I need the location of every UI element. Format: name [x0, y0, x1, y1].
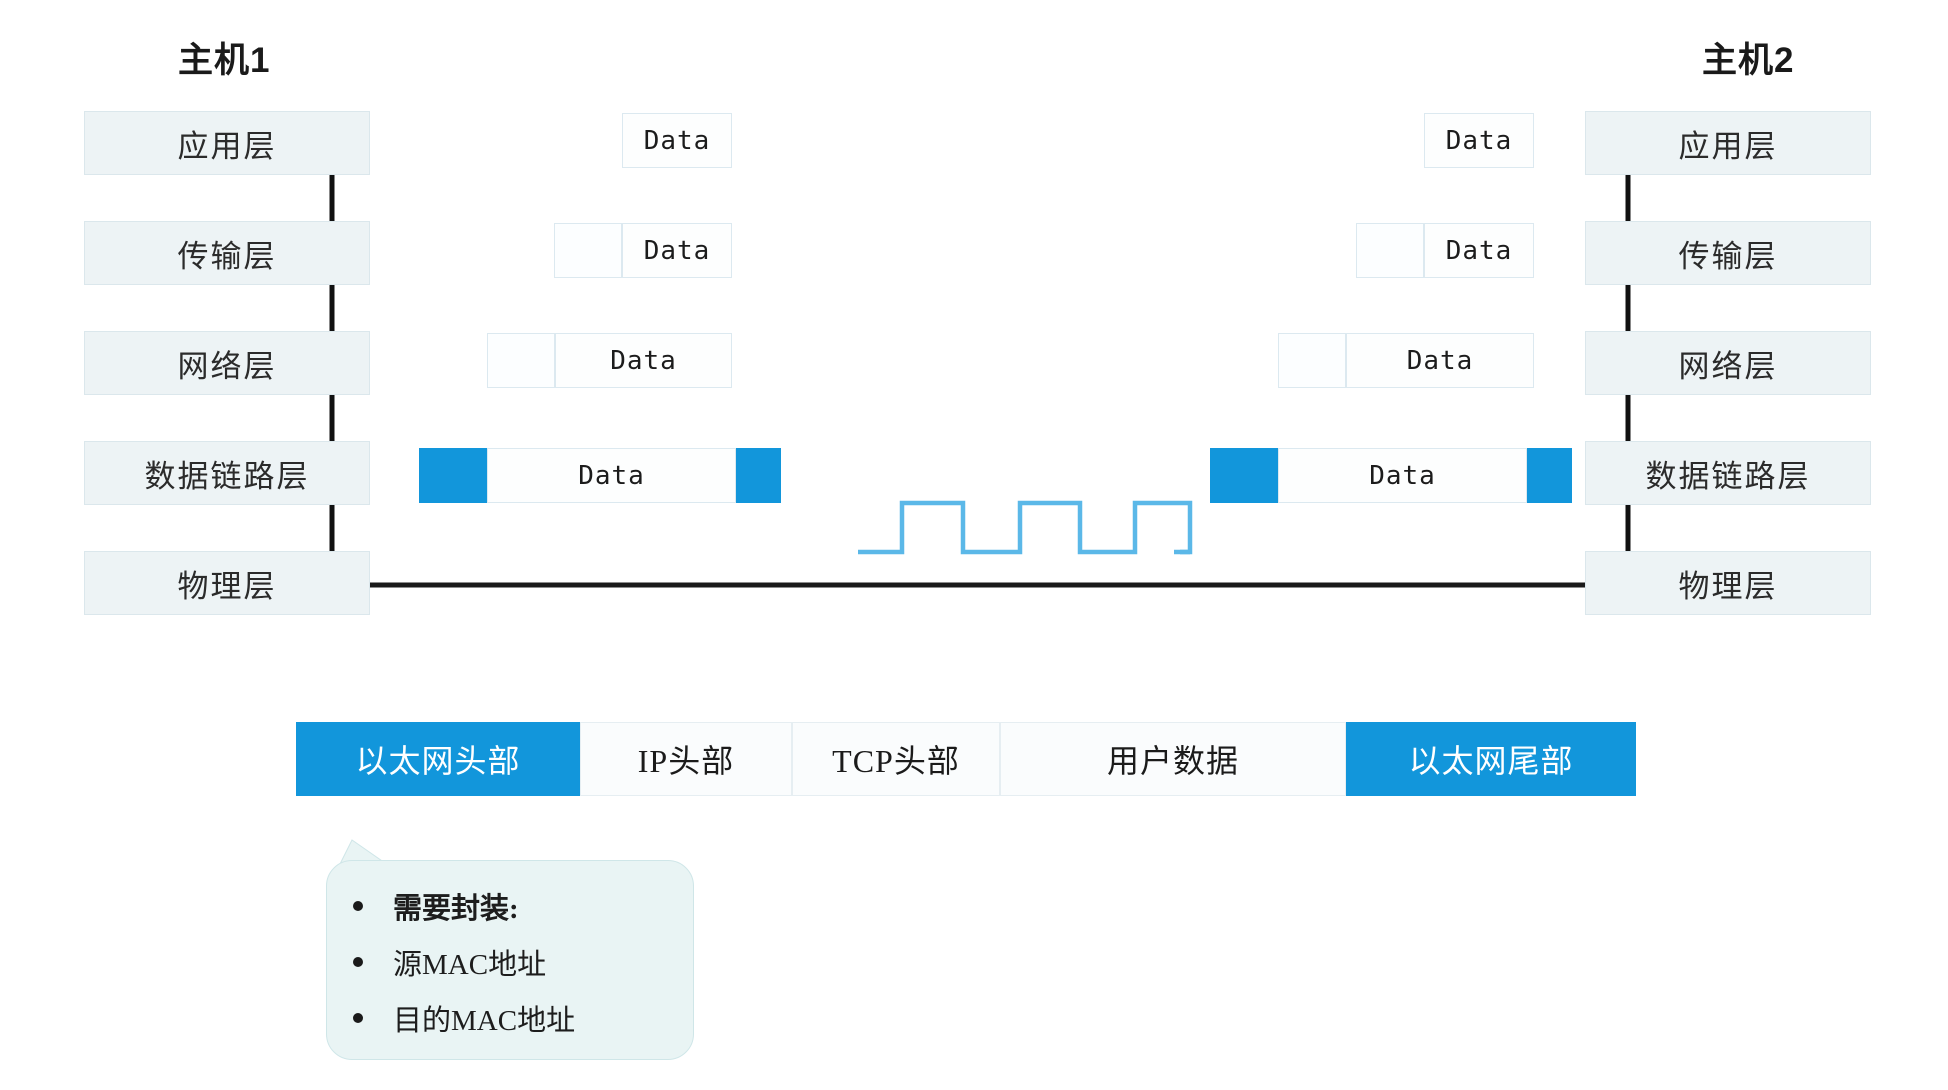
callout-row: 目的MAC地址: [353, 997, 673, 1039]
right-layer-physical[interactable]: 物理层: [1585, 551, 1871, 615]
right-pdu-datalink: Data: [1210, 448, 1572, 503]
square-wave-icon: [858, 500, 1193, 555]
pdu-data-segment: Data: [555, 333, 732, 388]
right-layer-network[interactable]: 网络层: [1585, 331, 1871, 395]
bullet-icon: [353, 901, 363, 911]
pdu-header-segment: [1356, 223, 1424, 278]
right-layer-datalink[interactable]: 数据链路层: [1585, 441, 1871, 505]
pdu-frame-header-segment: [419, 448, 487, 503]
right-pdu-network: Data: [1278, 333, 1534, 388]
left-pdu-network: Data: [487, 333, 732, 388]
pdu-frame-trailer-segment: [736, 448, 781, 503]
pdu-header-segment: [554, 223, 622, 278]
right-layer-application[interactable]: 应用层: [1585, 111, 1871, 175]
callout-text: 目的MAC地址: [393, 1005, 576, 1037]
left-layer-transport[interactable]: 传输层: [84, 221, 370, 285]
host-title-left: 主机1: [178, 41, 271, 80]
pdu-data-segment: Data: [622, 223, 732, 278]
pdu-header-segment: [487, 333, 555, 388]
left-layer-datalink[interactable]: 数据链路层: [84, 441, 370, 505]
layer-label: 数据链路层: [1645, 458, 1811, 494]
right-pdu-application: Data: [1424, 113, 1534, 168]
callout-row: 源MAC地址: [353, 941, 673, 983]
right-pdu-transport: Data: [1356, 223, 1534, 278]
pdu-frame-header-segment: [1210, 448, 1278, 503]
left-pdu-application: Data: [622, 113, 732, 168]
layer-label: 物理层: [1678, 568, 1778, 604]
frame-segment-tcp-header[interactable]: TCP头部: [792, 722, 1000, 796]
layer-label: 应用层: [177, 128, 277, 164]
layer-label: 传输层: [177, 238, 277, 274]
host-title-right: 主机2: [1702, 41, 1795, 80]
layer-label: 应用层: [1678, 128, 1778, 164]
callout-text: 需要封装:: [393, 893, 519, 925]
pdu-frame-trailer-segment: [1527, 448, 1572, 503]
bullet-icon: [353, 957, 363, 967]
frame-segment-ethernet-header[interactable]: 以太网头部: [296, 722, 580, 796]
right-layer-transport[interactable]: 传输层: [1585, 221, 1871, 285]
pdu-data-segment: Data: [1424, 113, 1534, 168]
layer-label: 物理层: [177, 568, 277, 604]
bullet-icon: [353, 1013, 363, 1023]
left-pdu-datalink: Data: [419, 448, 781, 503]
frame-segment-user-data[interactable]: 用户数据: [1000, 722, 1346, 796]
left-pdu-transport: Data: [554, 223, 732, 278]
pdu-data-segment: Data: [1278, 448, 1527, 503]
left-layer-physical[interactable]: 物理层: [84, 551, 370, 615]
pdu-data-segment: Data: [487, 448, 736, 503]
callout-text: 源MAC地址: [393, 949, 547, 981]
layer-label: 网络层: [1678, 348, 1778, 384]
left-layer-network[interactable]: 网络层: [84, 331, 370, 395]
pdu-header-segment: [1278, 333, 1346, 388]
frame-segment-ip-header[interactable]: IP头部: [580, 722, 792, 796]
layer-label: 数据链路层: [144, 458, 310, 494]
frame-segment-ethernet-trailer[interactable]: 以太网尾部: [1346, 722, 1636, 796]
encapsulation-callout: 需要封装: 源MAC地址 目的MAC地址: [326, 860, 694, 1060]
pdu-data-segment: Data: [622, 113, 732, 168]
frame-structure-bar: 以太网头部 IP头部 TCP头部 用户数据 以太网尾部: [296, 722, 1636, 796]
pdu-data-segment: Data: [1346, 333, 1534, 388]
callout-row: 需要封装:: [353, 885, 673, 927]
layer-label: 网络层: [177, 348, 277, 384]
left-layer-application[interactable]: 应用层: [84, 111, 370, 175]
layer-label: 传输层: [1678, 238, 1778, 274]
pdu-data-segment: Data: [1424, 223, 1534, 278]
